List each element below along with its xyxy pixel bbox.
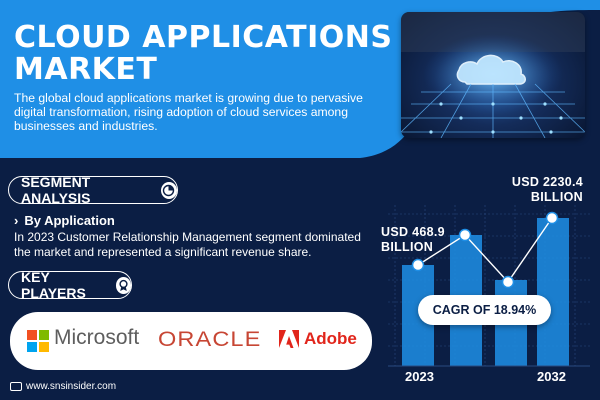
segment-analysis-heading: SEGMENT ANALYSIS xyxy=(8,174,178,206)
key-players-heading: KEY PLAYERS xyxy=(8,269,132,301)
data-point xyxy=(501,275,515,289)
year-end-label: 2032 xyxy=(537,369,566,384)
adobe-logo-icon xyxy=(279,330,299,348)
year-start-label: 2023 xyxy=(405,369,434,384)
oracle-logo: ORACLE xyxy=(158,328,262,351)
footer: www.snsinsider.com xyxy=(10,381,116,392)
segment-description: In 2023 Customer Relationship Management… xyxy=(14,230,361,259)
key-players-logos: Microsoft ORACLE Adobe xyxy=(10,312,372,370)
adobe-logo: Adobe xyxy=(304,329,357,348)
chevron-right-icon: › xyxy=(14,213,19,228)
series-line xyxy=(417,217,553,284)
award-icon xyxy=(115,276,131,294)
cagr-badge: CAGR OF 18.94% xyxy=(418,295,551,325)
end-value-label: USD 2230.4 BILLION xyxy=(511,175,583,204)
page-subtitle: The global cloud applications market is … xyxy=(14,91,363,133)
key-players-label: KEY PLAYERS xyxy=(21,269,86,301)
segment-analysis-label: SEGMENT ANALYSIS xyxy=(21,174,91,206)
data-point xyxy=(545,211,559,225)
microsoft-logo: Microsoft xyxy=(54,326,140,349)
microsoft-logo-icon xyxy=(27,330,49,352)
website-icon xyxy=(10,382,22,391)
segment-subheading: ›By Application xyxy=(14,213,115,228)
cloud-network-image xyxy=(401,12,585,138)
footer-website: www.snsinsider.com xyxy=(26,381,117,392)
pie-chart-icon xyxy=(160,181,177,199)
start-value-label: USD 468.9 BILLION xyxy=(381,225,445,254)
chart-bar xyxy=(537,218,569,366)
page-title: CLOUD APPLICATIONS MARKET xyxy=(14,20,393,87)
data-point xyxy=(411,258,425,272)
data-point xyxy=(458,228,472,242)
